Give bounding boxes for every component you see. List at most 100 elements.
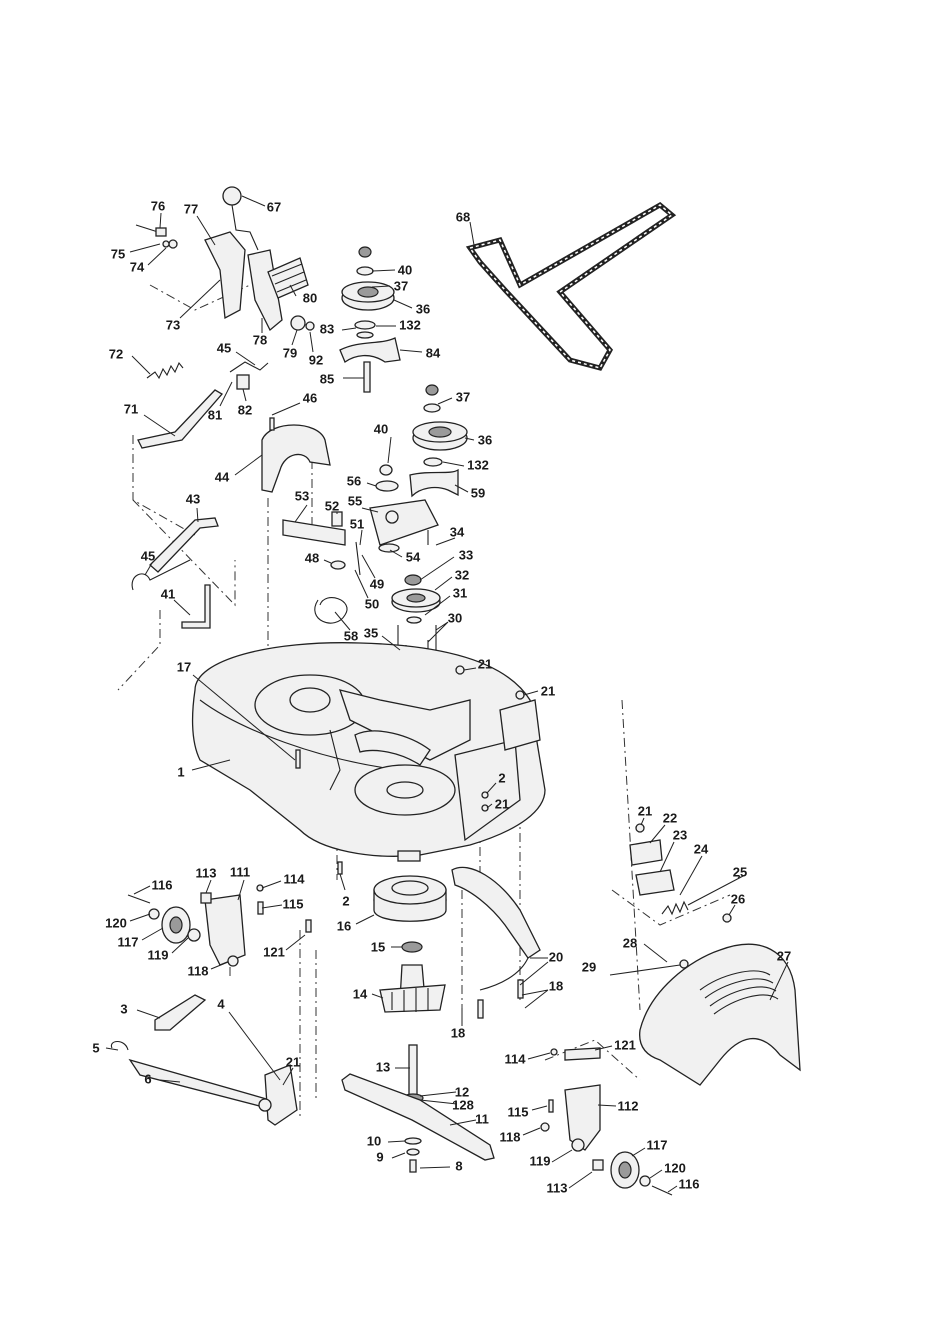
- deck-support-arm: [451, 866, 541, 991]
- part-callout-20: 20: [549, 949, 563, 964]
- part-callout-56: 56: [347, 473, 361, 488]
- part-callout-119: 119: [530, 1153, 551, 1168]
- springs: [131, 361, 746, 916]
- part-callout-55: 55: [348, 493, 362, 508]
- part-callout-23: 23: [673, 827, 687, 842]
- discharge-chute: [609, 839, 801, 1086]
- part-callout-27: 27: [777, 948, 791, 963]
- part-callout-29: 29: [582, 959, 596, 974]
- part-callout-41: 41: [161, 586, 175, 601]
- lift-lever-assembly: [135, 186, 315, 332]
- part-callout-121: 121: [263, 944, 285, 959]
- part-callout-36: 36: [416, 301, 430, 316]
- part-callout-30: 30: [448, 610, 462, 625]
- part-callout-67: 67: [267, 199, 281, 214]
- part-callout-76: 76: [151, 198, 165, 213]
- part-callout-78: 78: [253, 332, 267, 347]
- part-callout-40: 40: [398, 262, 412, 277]
- gauge-wheel-left: [127, 892, 246, 967]
- part-callout-75: 75: [111, 246, 125, 261]
- part-callout-92: 92: [309, 352, 323, 367]
- part-callout-45: 45: [141, 548, 155, 563]
- part-callout-1: 1: [177, 764, 184, 779]
- part-callout-50: 50: [365, 596, 379, 611]
- part-callout-18: 18: [451, 1025, 465, 1040]
- part-callout-73: 73: [166, 317, 180, 332]
- part-callout-71: 71: [124, 401, 138, 416]
- part-callout-120: 120: [105, 915, 127, 930]
- part-callout-113: 113: [547, 1180, 568, 1195]
- part-callout-37: 37: [456, 389, 470, 404]
- blade-spindle-assembly: [373, 875, 447, 1103]
- part-callout-52: 52: [325, 498, 339, 513]
- part-callout-117: 117: [118, 934, 139, 949]
- upper-pulley-stack: [339, 246, 401, 393]
- part-callout-115: 115: [508, 1104, 529, 1119]
- part-callout-9: 9: [376, 1149, 383, 1164]
- part-callout-132: 132: [467, 457, 489, 472]
- part-callout-117: 117: [647, 1137, 668, 1152]
- part-callout-82: 82: [238, 402, 252, 417]
- part-callout-46: 46: [303, 390, 317, 405]
- part-callout-24: 24: [694, 841, 709, 856]
- part-callout-37: 37: [394, 278, 408, 293]
- part-callout-43: 43: [186, 491, 200, 506]
- part-callout-3: 3: [120, 1001, 127, 1016]
- part-callout-8: 8: [455, 1158, 462, 1173]
- part-callout-53: 53: [295, 488, 309, 503]
- drive-belt: [465, 201, 677, 371]
- part-callout-48: 48: [305, 550, 319, 565]
- part-callout-26: 26: [731, 891, 745, 906]
- part-callout-114: 114: [284, 871, 306, 886]
- part-callout-58: 58: [344, 628, 358, 643]
- mower-deck-housing: [191, 642, 546, 862]
- part-callout-28: 28: [623, 935, 637, 950]
- part-callout-116: 116: [152, 877, 173, 892]
- mower-blade: [341, 1073, 495, 1173]
- part-callout-21: 21: [638, 803, 652, 818]
- callout-leader-lines: [105, 195, 789, 1193]
- part-callout-83: 83: [320, 321, 334, 336]
- part-callout-33: 33: [459, 547, 473, 562]
- part-callout-120: 120: [664, 1160, 686, 1175]
- part-callout-115: 115: [283, 896, 304, 911]
- belt-guard: [261, 424, 331, 493]
- part-callout-128: 128: [452, 1097, 474, 1112]
- part-callout-85: 85: [320, 371, 334, 386]
- part-callout-5: 5: [92, 1040, 99, 1055]
- part-callout-35: 35: [364, 625, 378, 640]
- part-callout-118: 118: [500, 1129, 521, 1144]
- part-callout-10: 10: [367, 1133, 381, 1148]
- part-callout-12: 12: [455, 1084, 469, 1099]
- part-callout-119: 119: [148, 947, 169, 962]
- part-callout-2: 2: [498, 770, 505, 785]
- part-callout-4: 4: [217, 996, 225, 1011]
- part-callout-72: 72: [109, 346, 123, 361]
- part-callout-116: 116: [679, 1176, 700, 1191]
- part-callout-34: 34: [450, 524, 465, 539]
- part-callout-21: 21: [541, 683, 555, 698]
- part-callout-111: 111: [230, 864, 250, 879]
- part-callout-114: 114: [505, 1051, 527, 1066]
- part-callout-121: 121: [614, 1037, 636, 1052]
- part-callout-6: 6: [144, 1071, 151, 1086]
- part-callout-68: 68: [456, 209, 470, 224]
- center-pulley-stack: [409, 384, 468, 498]
- part-callout-17: 17: [177, 659, 191, 674]
- part-callout-40: 40: [374, 421, 388, 436]
- part-callout-36: 36: [478, 432, 492, 447]
- part-callout-59: 59: [471, 485, 485, 500]
- part-callout-84: 84: [426, 345, 441, 360]
- part-callout-21: 21: [478, 656, 492, 671]
- linkage-rods: [137, 374, 250, 629]
- part-callout-11: 11: [475, 1111, 489, 1126]
- part-callout-13: 13: [376, 1059, 390, 1074]
- lower-pulley-stack: [391, 530, 441, 680]
- part-callout-81: 81: [208, 407, 222, 422]
- part-callout-2: 2: [342, 893, 349, 908]
- front-link-assembly: [110, 994, 298, 1126]
- part-callout-16: 16: [337, 918, 351, 933]
- gauge-wheel-right: [540, 1047, 673, 1196]
